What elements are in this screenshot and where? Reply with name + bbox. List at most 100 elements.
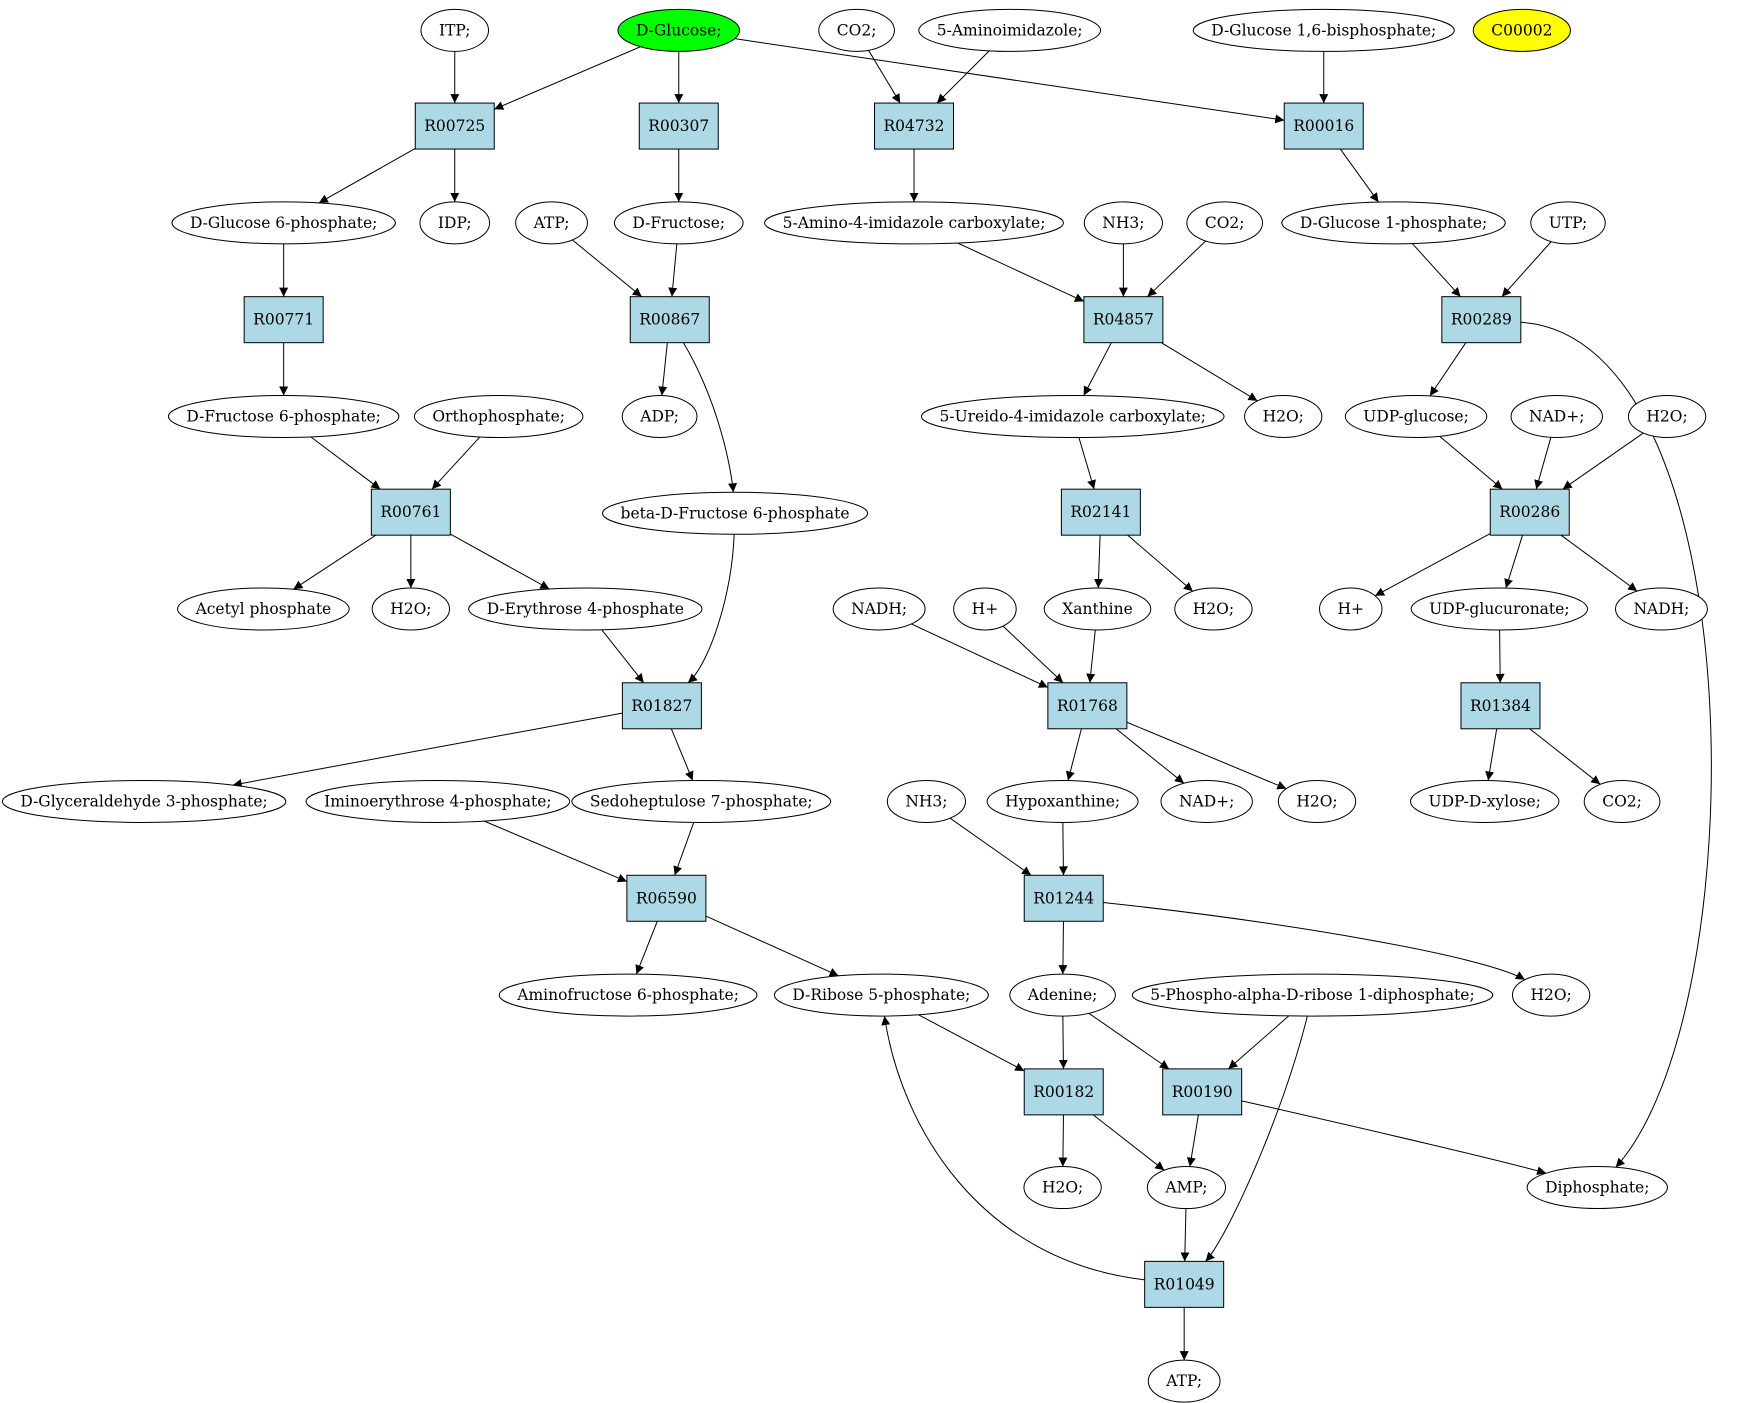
compound-ellipse [305,779,571,823]
reaction-node-r00190: R00190 [1162,1068,1243,1116]
reaction-label: R01049 [1154,1275,1215,1293]
reaction-node-r00771: R00771 [243,296,324,344]
edge-r00190-to-amp [1186,1114,1199,1167]
compound-node-nadh-nadh-b: NADH; [1614,587,1708,631]
reaction-box [1083,296,1164,344]
compound-ellipse [1511,973,1591,1017]
compound-ellipse [602,491,869,535]
compound-ellipse [621,394,698,438]
compound-ellipse [419,201,491,245]
reaction-node-r01768: R01768 [1047,682,1128,730]
edge-prpp-to-r00190 [1228,1015,1290,1070]
reaction-box [1023,1068,1104,1116]
compound-label: H2O; [1263,407,1304,425]
reaction-label: R00867 [639,311,700,329]
compound-label: Xanthine [1062,600,1133,618]
compound-ellipse [1277,779,1357,823]
edge-co2-a-to-r04732 [868,50,901,104]
compound-ellipse [818,8,895,52]
compound-node-orthophosphate-orthophosphate: Orthophosphate; [413,394,584,438]
compound-label: ITP; [439,21,471,39]
reaction-node-r01244: R01244 [1023,874,1104,922]
compound-node-h-hplus-a: H+ [953,587,1017,631]
edge-udpglcur-to-r01384 [1495,629,1505,683]
reaction-node-r00725: R00725 [414,102,495,150]
compound-node-utp-utp: UTP; [1530,201,1606,245]
compound-label: AMP; [1164,1179,1207,1197]
compound-label: H2O; [1193,600,1234,618]
reaction-node-r01384: R01384 [1460,682,1541,730]
compound-node-h2o-h2o-g: H2O; [1023,1166,1102,1210]
compound-ellipse [1583,779,1661,823]
compound-ellipse [764,201,1064,245]
reaction-box [638,102,719,150]
compound-node-h2o-h2o-c: H2O; [371,587,451,631]
edge-r01768-to-hypoxanthine [1065,728,1082,781]
edge-co2-b-to-r04857 [1147,240,1207,298]
compound-label: NH3; [1102,214,1144,232]
edge-r00182-to-amp [1092,1114,1165,1171]
compound-node-h-hplus-b: H+ [1319,587,1383,631]
edge-r06590-to-aminof6p [635,921,658,975]
compound-label: NH3; [905,792,947,810]
edge-r01384-to-udpxylose [1485,728,1498,781]
reaction-box [414,102,495,150]
compound-node-5-amino-4-imidazole-carboxylate-aica: 5-Amino-4-imidazole carboxylate; [764,201,1064,245]
edge-adenine-to-r00190 [1088,1012,1170,1070]
compound-ellipse [1147,1359,1221,1403]
edge-r00289-to-udpglucose [1429,342,1467,397]
compound-node-diphosphate-diphosphate: Diphosphate; [1526,1166,1668,1210]
compound-node-co2-co2-a: CO2; [818,8,895,52]
compound-ellipse [1083,201,1163,245]
compound-label: UDP-D-xylose; [1429,792,1541,810]
compound-ellipse [1614,587,1708,631]
compound-ellipse [1009,973,1116,1017]
compound-label: 5-Phospho-alpha-D-ribose 1-diphosphate; [1150,986,1474,1004]
compound-node-h2o-h2o-b: H2O; [1627,394,1707,438]
compound-ellipse [515,201,588,245]
compound-label: H2O; [1296,792,1337,810]
compound-node-h2o-h2o-f: H2O; [1511,973,1591,1017]
compound-label: C00002 [1491,21,1552,39]
compound-label: Hypoxanthine; [1005,792,1120,810]
edge-r01768-to-h2o-e [1126,721,1287,790]
compound-label: ATP; [1165,1372,1202,1390]
compound-ellipse [171,201,396,245]
compound-node-atp-atp-b: ATP; [1147,1359,1221,1403]
edge-f6p-to-r00761 [310,436,381,490]
compound-ellipse [1530,201,1606,245]
compound-label: D-Glucose 6-phosphate; [190,214,377,232]
compound-node-sedoheptulose-7-phosphate-s7p: Sedoheptulose 7-phosphate; [571,779,832,823]
reaction-box [621,682,702,730]
compound-node-d-fructose-dfructose: D-Fructose; [613,201,744,245]
edge-atp-a-to-r00867 [572,239,642,298]
compound-node-co2-co2-c: CO2; [1583,779,1661,823]
compound-label: UDP-glucuronate; [1429,600,1569,618]
compound-ellipse [986,779,1139,823]
compound-ellipse [413,394,584,438]
nodes-layer: ITP;D-Glucose;CO2;5-Aminoimidazole;D-Glu… [1,8,1708,1403]
compound-ellipse [953,587,1017,631]
reaction-box [1060,488,1141,536]
reaction-label: R00307 [648,117,709,135]
reaction-box [243,296,324,344]
reaction-box [874,102,955,150]
compound-label: D-Glucose 1-phosphate; [1300,214,1487,232]
compound-node-amp-amp: AMP; [1146,1166,1227,1210]
edge-r00286-to-udpglcur [1504,535,1524,589]
compound-label: NADH; [1633,600,1689,618]
edge-r00725-to-g6p [318,147,416,204]
compound-label: H2O; [1042,1179,1083,1197]
compound-label: H2O; [1530,986,1571,1004]
compound-label: D-Fructose; [632,214,725,232]
compound-label: NAD+; [1529,407,1584,425]
reaction-box [1460,682,1541,730]
edge-dglucose-to-r00016 [734,38,1285,124]
reaction-node-r04857: R04857 [1083,296,1164,344]
compound-ellipse [1344,394,1488,438]
compound-ellipse [886,779,966,823]
edge-r01049-to-r5p [881,1015,1145,1281]
compound-label: Acetyl phosphate [195,600,332,618]
compound-node-adp-adp: ADP; [621,394,698,438]
edge-r04857-to-h2o-a [1161,342,1258,402]
